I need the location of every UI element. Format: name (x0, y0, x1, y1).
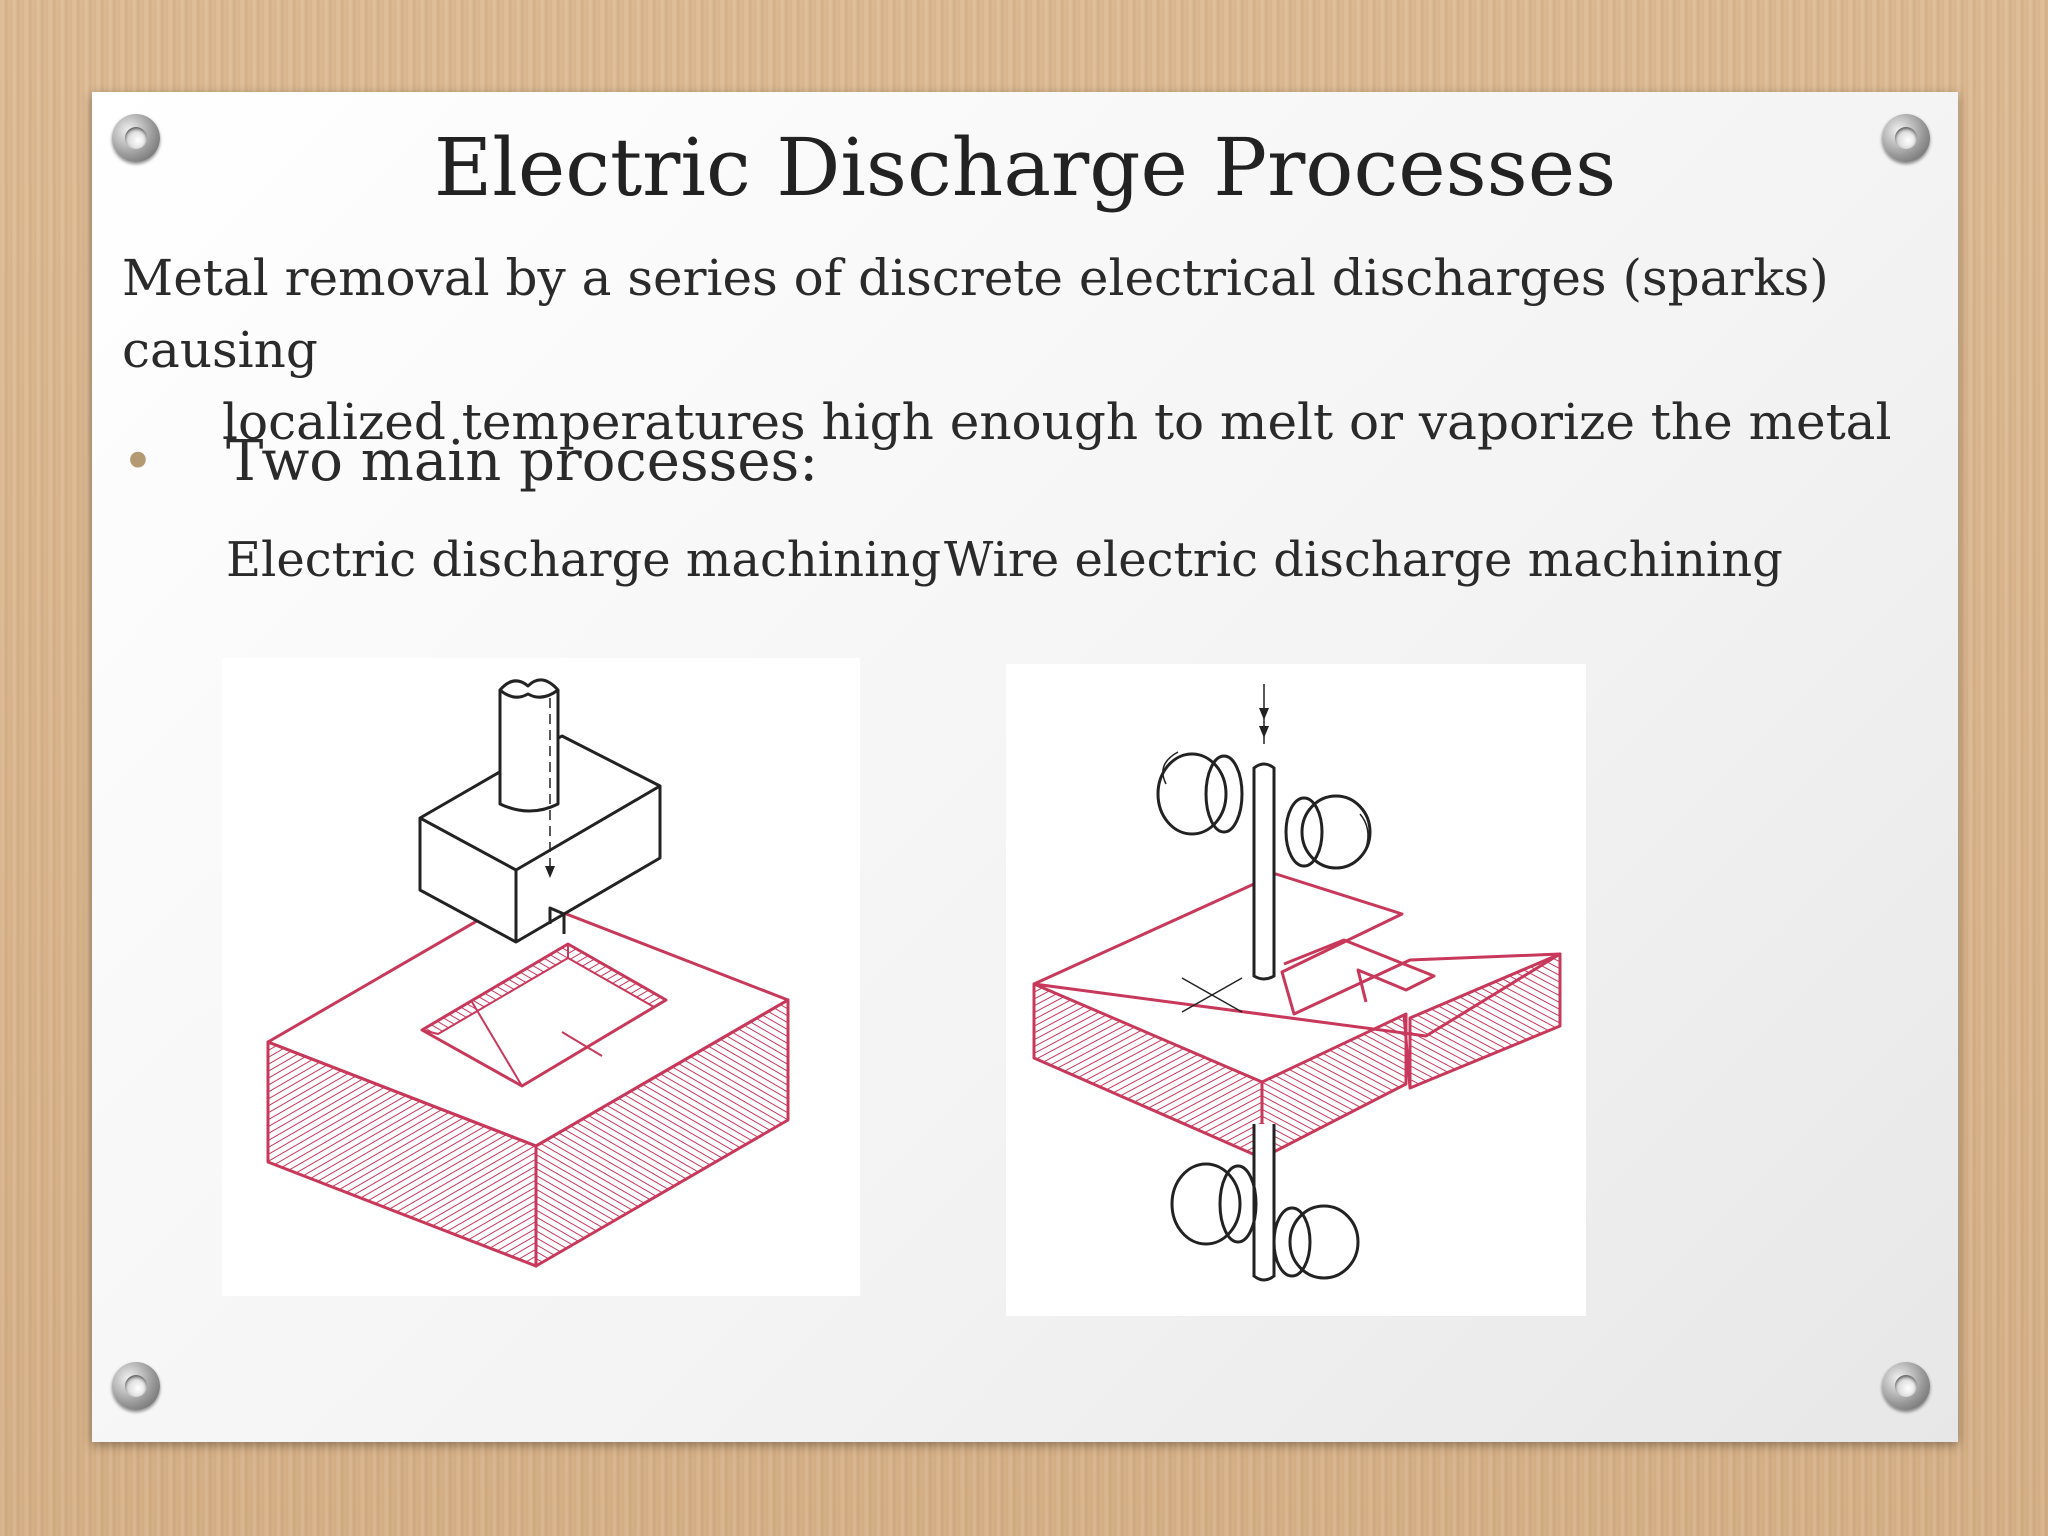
caption-wire-edm: Wire electric discharge machining (944, 532, 1783, 588)
grommet-icon (1882, 114, 1930, 162)
grommet-icon (1882, 1362, 1930, 1410)
wire-electrode (1252, 684, 1276, 1282)
edm-illustration (222, 658, 860, 1296)
intro-line-1: Metal removal by a series of discrete el… (122, 249, 1829, 379)
slide-card: Electric Discharge Processes Metal remov… (92, 92, 1958, 1442)
wire-edm-motion-arrows (1181, 977, 1243, 1013)
grommet-icon (112, 114, 160, 162)
bullet-marker: • (122, 430, 154, 493)
wire-edm-illustration (1006, 664, 1586, 1316)
bullet-text: Two main processes: (226, 429, 819, 494)
wire-edm-workpiece (1032, 872, 1562, 1160)
caption-edm: Electric discharge machining (226, 532, 942, 588)
slide-title: Electric Discharge Processes (433, 121, 1617, 214)
grommet-icon (112, 1362, 160, 1410)
intro-paragraph: Metal removal by a series of discrete el… (122, 242, 1932, 458)
edm-workpiece (266, 894, 790, 1268)
intro-line-2: localized temperatures high enough to me… (222, 393, 1892, 451)
edm-tool-electrode (418, 678, 662, 944)
wire-guide-rollers (1156, 751, 1372, 1280)
